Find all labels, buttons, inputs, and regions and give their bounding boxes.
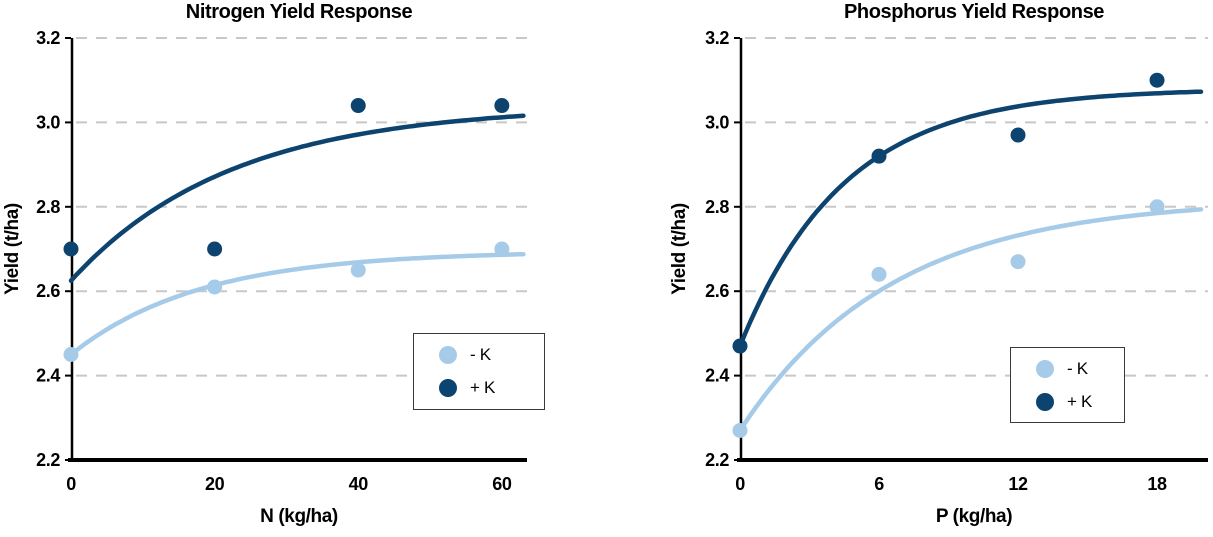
svg-text:12: 12: [1008, 474, 1028, 494]
phosphorus-response-chart: 2.2 2.4 2.6 2.8 3.0 3.2 0 6 12 18 Phosphorus Yiel…: [607, 0, 1213, 537]
x-axis-label: P (kg/ha): [935, 506, 1013, 527]
legend-label: + K: [470, 378, 496, 397]
minus-k-dot-icon: [439, 346, 457, 364]
nitrogen-response-chart: 2.2 2.4 2.6 2.8 3.0 3.2 0 20 40 60 Nitrogen Yield…: [0, 0, 606, 537]
svg-text:3.2: 3.2: [36, 28, 60, 48]
svg-text:2.8: 2.8: [36, 197, 60, 217]
legend-label: - K: [470, 345, 491, 364]
minus-k-dot-icon: [1036, 359, 1054, 378]
svg-text:2.6: 2.6: [705, 281, 729, 301]
svg-text:2.2: 2.2: [36, 450, 60, 470]
y-axis-label: Yield (t/ha): [2, 203, 23, 295]
legend-label: + K: [1067, 391, 1093, 411]
svg-text:60: 60: [492, 474, 512, 494]
chart-title: Phosphorus Yield Response: [843, 1, 1105, 23]
svg-text:0: 0: [66, 474, 76, 494]
legend-item-plus-k: + K: [439, 377, 544, 399]
svg-text:20: 20: [205, 474, 225, 494]
svg-text:3.0: 3.0: [705, 112, 729, 132]
svg-text:2.4: 2.4: [36, 366, 60, 386]
y-axis-label: Yield (t/ha): [669, 203, 690, 295]
svg-text:2.8: 2.8: [705, 197, 729, 217]
svg-text:3.2: 3.2: [705, 28, 729, 48]
svg-text:3.0: 3.0: [36, 112, 60, 132]
svg-text:40: 40: [349, 474, 369, 494]
svg-text:2.4: 2.4: [705, 366, 729, 386]
svg-text:0: 0: [735, 474, 745, 494]
svg-text:18: 18: [1147, 474, 1167, 494]
legend-item-minus-k: - K: [439, 344, 544, 366]
chart-title: Nitrogen Yield Response: [185, 1, 413, 23]
plus-k-dot-icon: [1036, 392, 1054, 411]
legend: - K + K: [413, 333, 545, 410]
plus-k-dot-icon: [439, 379, 457, 397]
svg-text:2.6: 2.6: [36, 281, 60, 301]
svg-text:2.2: 2.2: [705, 450, 729, 470]
legend-item-minus-k: - K: [1036, 358, 1124, 380]
x-axis-label: N (kg/ha): [260, 506, 338, 527]
phosphorus-plot-svg: 2.2 2.4 2.6 2.8 3.0 3.2 0 6 12 18: [705, 28, 1208, 494]
legend-label: - K: [1067, 358, 1088, 378]
nitrogen-plot-svg: 2.2 2.4 2.6 2.8 3.0 3.2 0 20 40 60: [36, 28, 527, 494]
legend: - K + K: [1010, 347, 1125, 423]
legend-item-plus-k: + K: [1036, 391, 1124, 413]
svg-text:6: 6: [874, 474, 884, 494]
